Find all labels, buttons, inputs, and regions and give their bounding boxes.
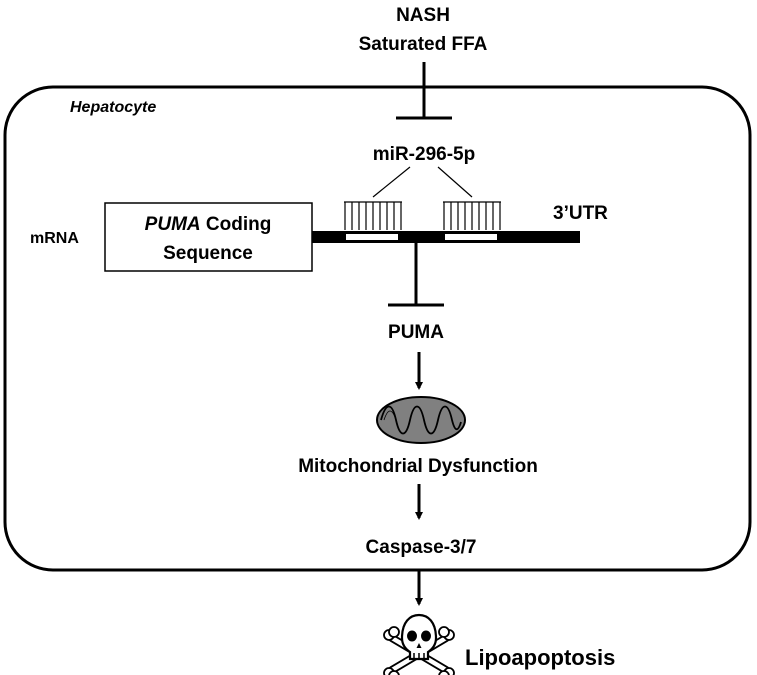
nash-label: NASH (396, 5, 450, 26)
caspase-label: Caspase-3/7 (366, 537, 477, 558)
hepatocyte-label: Hepatocyte (70, 99, 156, 116)
mirna-binding-site-2 (443, 201, 501, 230)
mirna-binding-lines (372, 166, 473, 198)
mirna-label: miR-296-5p (373, 144, 475, 165)
mrna-label: mRNA (30, 230, 79, 247)
coding-sequence-label-line1: PUMA Coding (145, 214, 272, 235)
hepatocyte-cell-boundary (3, 85, 752, 572)
utr-label: 3’UTR (553, 203, 608, 224)
utr-binding-region-1 (346, 234, 398, 240)
mitochondrion-icon (376, 396, 466, 444)
utr-binding-region-2 (445, 234, 497, 240)
mitochondrial-dysfunction-label: Mitochondrial Dysfunction (298, 456, 538, 477)
lipoapoptosis-label: Lipoapoptosis (465, 645, 615, 670)
coding-sequence-label-line2: Sequence (163, 243, 253, 264)
puma-coding-sequence-box (104, 202, 313, 272)
inhibition-mirna-puma (388, 243, 444, 307)
saturated-ffa-label: Saturated FFA (359, 34, 488, 55)
puma-protein-label: PUMA (388, 322, 444, 343)
inhibition-stimulus-mirna (396, 62, 452, 120)
mrna-3utr-bar (312, 231, 580, 243)
mirna-binding-site-1 (344, 201, 402, 230)
skull-crossbones-icon (383, 613, 455, 675)
